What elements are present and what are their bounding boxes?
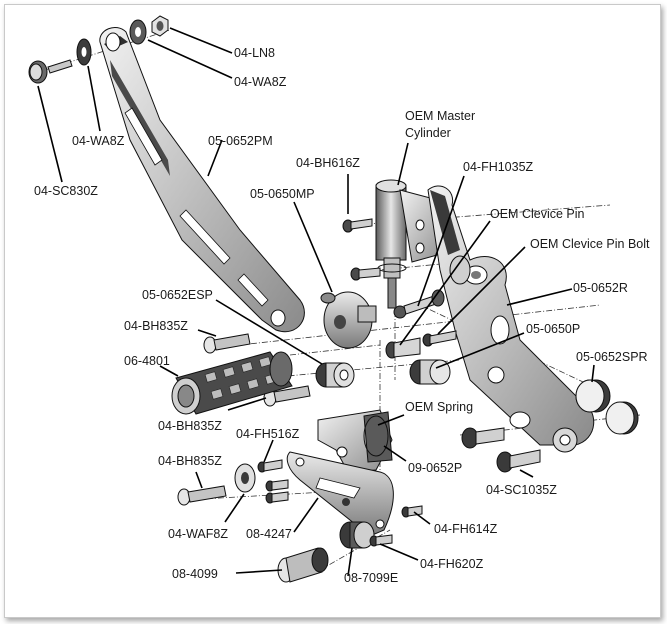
foot-peg-4801 [171,351,293,415]
label-oem-master-2: Cylinder [405,126,451,140]
label-0650mp: 05-0650MP [250,187,315,201]
washer-waf8z [234,463,256,493]
label-fh620z: 04-FH620Z [420,557,484,571]
bolt-fh614z [401,505,423,518]
oem-clevis-pin [385,337,421,359]
bolt-fh516z [257,459,283,473]
part-labels: 04-LN8 04-WA8Z 04-WA8Z 04-SC830Z 05-0652… [34,46,650,585]
label-0652r: 05-0652R [573,281,628,295]
label-0652spr: 05-0652SPR [576,350,648,364]
screw-sc830z [28,59,73,84]
brake-lever-arm-0652pm [99,27,305,333]
label-wa8z-left: 04-WA8Z [72,134,125,148]
label-4099: 08-4099 [172,567,218,581]
label-0650p: 05-0650P [526,322,580,336]
label-oem-master-1: OEM Master [405,109,475,123]
label-oem-spring: OEM Spring [405,400,473,414]
label-bh616z: 04-BH616Z [296,156,360,170]
spacer-4099 [277,547,329,583]
spacer-0652esp [315,362,355,388]
label-oem-clevis-pin: OEM Clevice Pin [490,207,585,221]
bolt-fh620z [369,534,393,547]
label-4247: 08-4247 [246,527,292,541]
label-fh1035z: 04-FH1035Z [463,160,534,174]
bolt-bh835z-a [203,333,251,354]
spacers-0652spr [575,379,639,435]
label-bh835z-c: 04-BH835Z [158,454,222,468]
part-7099e [339,521,375,549]
pivot-0650mp [320,291,377,349]
label-7099e: 08-7099E [344,571,398,585]
label-0652esp: 05-0652ESP [142,288,213,302]
label-fh614z: 04-FH614Z [434,522,498,536]
label-bh835z-a: 04-BH835Z [124,319,188,333]
label-sc1035z: 04-SC1035Z [486,483,557,497]
label-ln8: 04-LN8 [234,46,275,60]
label-0652pm: 05-0652PM [208,134,273,148]
label-sc830z: 04-SC830Z [34,184,98,198]
bolt-mc-mount [350,267,381,281]
label-fh516z: 04-FH516Z [236,427,300,441]
nut-ln8 [151,15,169,37]
pin-0650p [409,359,451,385]
bracket-0652p [317,409,393,473]
bolt-sc1035z [461,427,541,473]
label-bh835z-b: 04-BH835Z [158,419,222,433]
bolt-bh616z [342,218,373,233]
label-4801: 06-4801 [124,354,170,368]
label-wa8z-top: 04-WA8Z [234,75,287,89]
label-waf8z: 04-WAF8Z [168,527,228,541]
label-0652p: 09-0652P [408,461,462,475]
label-oem-clevis-pin-bolt: OEM Clevice Pin Bolt [530,237,650,251]
small-screws [265,479,289,504]
oem-clevis-pin-bolt [422,330,457,347]
mounting-plate-0652r [427,185,595,453]
washer-wa8z-top [129,19,147,45]
washer-wa8z-left [76,38,92,66]
plate-4247 [286,451,394,537]
bolt-bh835z-c [177,485,227,506]
leader-lines [37,27,595,577]
